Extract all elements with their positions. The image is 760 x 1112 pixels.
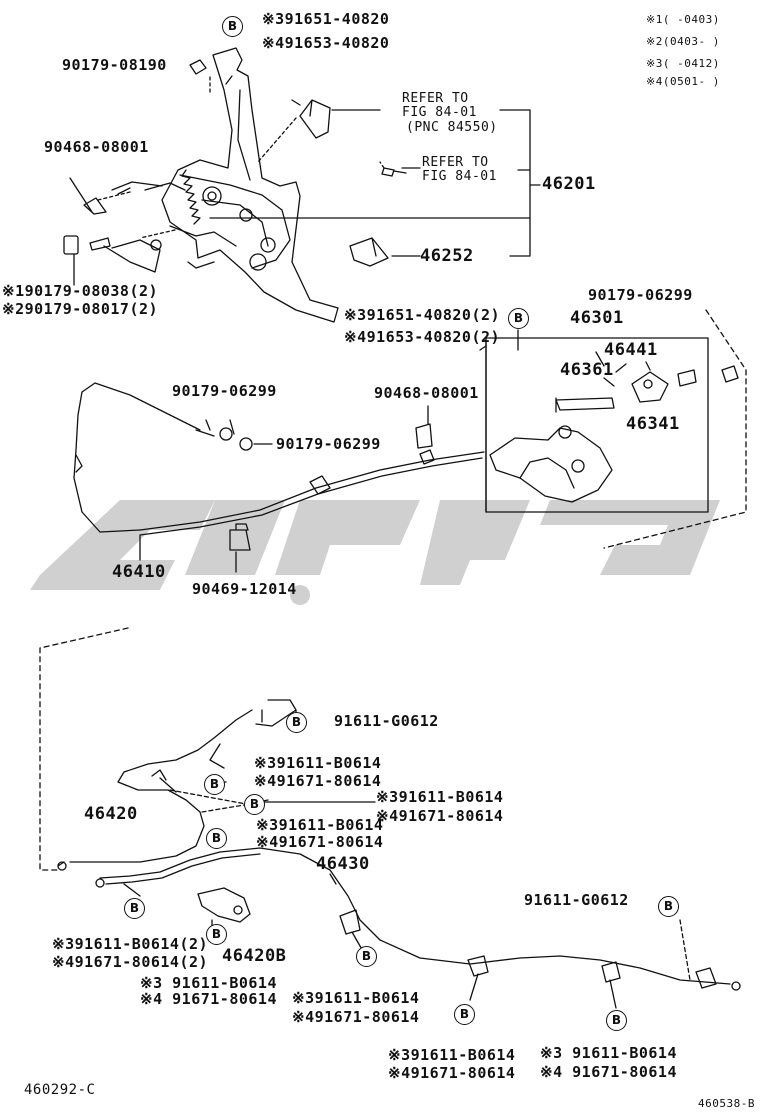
- note-marker-b: B: [204, 774, 225, 795]
- label-bolt-90179-08190: 90179-08190: [62, 56, 167, 74]
- note-marker-b: B: [206, 924, 227, 945]
- label-bolt-b0614-f: ※391611-B0614: [292, 989, 420, 1007]
- legend-range-2: (0403- ): [662, 35, 720, 48]
- label-bolt-b0614-h: ※3 91611-B0614: [540, 1044, 677, 1062]
- front-cable-46410: [73, 382, 485, 551]
- note-marker-b: B: [222, 16, 243, 37]
- label-pin-90468-mid: 90468-08001: [374, 384, 479, 402]
- legend-range-1: ( -0403): [662, 13, 720, 26]
- label-nut-right: 90179-06299: [588, 286, 693, 304]
- label-top-bolt-1: ※391651-40820: [262, 10, 390, 28]
- legend-mark-1: ※1: [646, 13, 663, 26]
- pedal-bracket-46201: [89, 47, 339, 323]
- label-cable-46430: 46430: [316, 854, 370, 874]
- bolt-90179-08190-shape: [189, 59, 207, 75]
- label-bolt-b0614-d: ※391611-B0614(2): [52, 935, 209, 953]
- note-marker-b: B: [454, 1004, 475, 1025]
- figure-id: 460292-C: [24, 1082, 96, 1098]
- label-bolt-80614-d: ※491671-80614(2): [52, 953, 209, 971]
- label-cable-46410: 46410: [112, 562, 166, 582]
- label-bracket-46420b: 46420B: [222, 946, 287, 966]
- legend-range-4: (0501- ): [662, 75, 720, 88]
- label-part-46341: 46341: [626, 414, 680, 434]
- label-part-46361: 46361: [560, 360, 614, 380]
- label-cable-46420: 46420: [84, 804, 138, 824]
- label-refer-a-2: FIG 84-01: [402, 105, 477, 120]
- label-bolt-80614-g: ※491671-80614: [388, 1064, 516, 1082]
- note-marker-b: B: [606, 1010, 627, 1031]
- rear-cables-46420-46430: [57, 699, 741, 991]
- label-bolt-b0614-e: ※3 91611-B0614: [140, 974, 277, 992]
- label-bolt-80614-e: ※4 91671-80614: [140, 990, 277, 1008]
- legend-mark-3: ※3: [646, 57, 663, 70]
- label-nut-mid-1: 90179-06299: [172, 382, 277, 400]
- note-marker-b: B: [658, 896, 679, 917]
- legend-mark-2: ※2: [646, 35, 663, 48]
- note-marker-b: B: [508, 308, 529, 329]
- label-bolt-b0614-a: ※391611-B0614: [254, 754, 382, 772]
- label-refer-a-3: (PNC 84550): [406, 120, 498, 135]
- label-bolt-80614-a: ※491671-80614: [254, 772, 382, 790]
- sheet-id: 460538-B: [698, 1097, 755, 1110]
- label-bolt-b0614-c: ※391611-B0614: [256, 816, 384, 834]
- label-pad-46252: 46252: [420, 246, 474, 266]
- label-bolt-4: ※491653-40820(2): [344, 328, 501, 346]
- label-clip-90469: 90469-12014: [192, 580, 297, 598]
- label-bolt-g0612-top: 91611-G0612: [334, 712, 439, 730]
- note-marker-b: B: [206, 828, 227, 849]
- label-pin-90468-top: 90468-08001: [44, 138, 149, 156]
- note-marker-b: B: [286, 712, 307, 733]
- label-bolt-g0612-right: 91611-G0612: [524, 891, 629, 909]
- note-marker-b: B: [356, 946, 377, 967]
- label-refer-a-1: REFER TO: [402, 91, 469, 106]
- label-nut-1: ※190179-08038(2): [2, 282, 159, 300]
- label-lever-assy: 46301: [570, 308, 624, 328]
- label-refer-b-2: FIG 84-01: [422, 169, 497, 184]
- label-top-bolt-2: ※491653-40820: [262, 34, 390, 52]
- legend-range-3: ( -0412): [662, 57, 720, 70]
- note-marker-b: B: [244, 794, 265, 815]
- label-bolt-b0614-g: ※391611-B0614: [388, 1046, 516, 1064]
- label-refer-b-1: REFER TO: [422, 155, 489, 170]
- watermark-logo: [30, 500, 720, 605]
- label-bolt-80614-f: ※491671-80614: [292, 1008, 420, 1026]
- label-bolt-80614-b: ※491671-80614: [376, 807, 504, 825]
- label-bolt-80614-c: ※491671-80614: [256, 833, 384, 851]
- label-bolt-80614-h: ※4 91671-80614: [540, 1063, 677, 1081]
- legend-mark-4: ※4: [646, 75, 663, 88]
- label-bolt-b0614-b: ※391611-B0614: [376, 788, 504, 806]
- label-nut-mid-2: 90179-06299: [276, 435, 381, 453]
- label-pedal-assy: 46201: [542, 174, 596, 194]
- label-bolt-3: ※391651-40820(2): [344, 306, 501, 324]
- label-nut-2: ※290179-08017(2): [2, 300, 159, 318]
- note-marker-b: B: [124, 898, 145, 919]
- label-part-46441: 46441: [604, 340, 658, 360]
